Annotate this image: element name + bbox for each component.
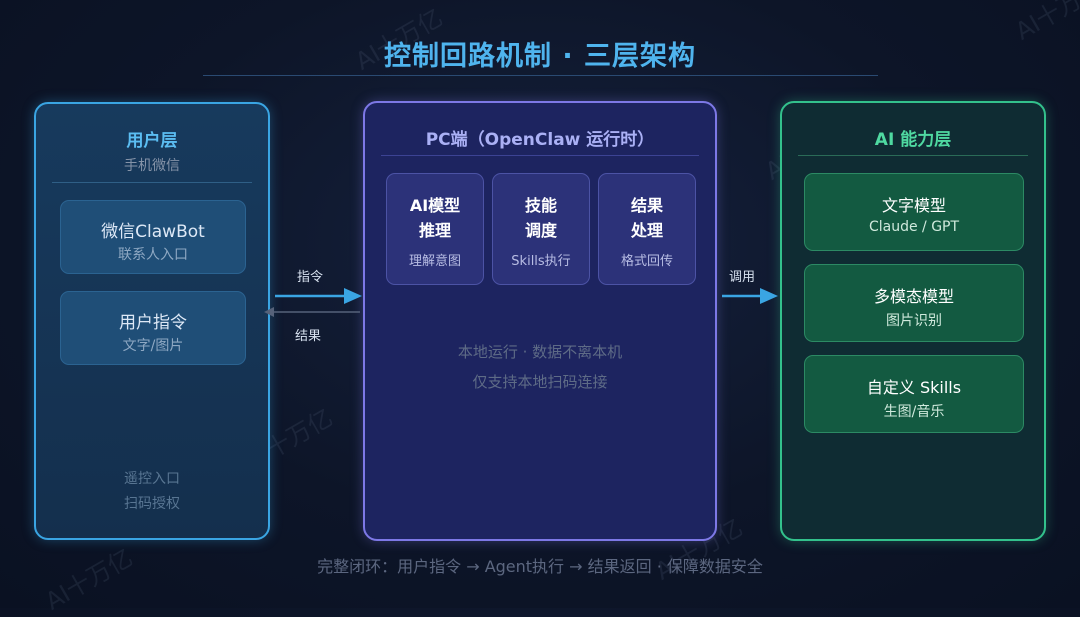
wechat-clawbot-card: 微信ClawBot 联系人入口 — [60, 200, 246, 274]
user-layer-note-1: 遥控入口 — [124, 471, 180, 487]
card-desc: 格式回传 — [620, 254, 673, 269]
card-title: 多模态模型 — [873, 287, 954, 306]
pc-layer-title: PC端（OpenClaw 运行时） — [425, 130, 655, 150]
card-title: 文字模型 — [881, 196, 946, 215]
pc-layer-note-2: 仅支持本地扫码连接 — [472, 373, 608, 391]
card-title-line2: 推理 — [418, 221, 451, 240]
card-title-line1: AI模型 — [409, 196, 461, 215]
card-desc: 联系人入口 — [118, 247, 188, 263]
multimodal-model-card: 多模态模型 图片识别 — [804, 264, 1024, 342]
card-desc: Claude / GPT — [868, 219, 960, 235]
card-desc: 文字/图片 — [122, 338, 184, 354]
card-title-line1: 技能 — [524, 196, 557, 215]
skill-dispatch-card: 技能 调度 Skills执行 — [492, 173, 590, 285]
card-title-line2: 处理 — [630, 221, 663, 240]
call-arrow — [722, 288, 778, 304]
card-desc: Skills执行 — [511, 254, 571, 269]
call-arrow-label: 调用 — [729, 270, 756, 285]
ai-layer-panel: AI 能力层 文字模型 Claude / GPT 多模态模型 图片识别 自定义 … — [780, 101, 1046, 541]
ai-layer-divider — [798, 155, 1028, 156]
ai-layer-title: AI 能力层 — [874, 130, 952, 150]
ai-model-inference-card: AI模型 推理 理解意图 — [386, 173, 484, 285]
result-arrow — [264, 307, 360, 317]
user-layer-divider — [52, 182, 252, 183]
pc-layer-divider — [381, 155, 699, 156]
command-arrow — [275, 288, 362, 304]
card-title: 用户指令 — [119, 313, 187, 333]
user-command-card: 用户指令 文字/图片 — [60, 291, 246, 365]
pc-layer-note-1: 本地运行 · 数据不离本机 — [457, 343, 623, 361]
card-desc: 生图/音乐 — [883, 404, 945, 420]
footer-summary: 完整闭环：用户指令 → Agent执行 → 结果返回 · 保障数据安全 — [317, 557, 763, 576]
user-layer-panel: 用户层 手机微信 微信ClawBot 联系人入口 用户指令 文字/图片 遥控入口… — [34, 102, 270, 540]
result-arrow-label: 结果 — [295, 329, 322, 344]
text-model-card: 文字模型 Claude / GPT — [804, 173, 1024, 251]
user-layer-note-2: 扫码授权 — [124, 496, 180, 512]
card-desc: 理解意图 — [408, 254, 461, 269]
custom-skills-card: 自定义 Skills 生图/音乐 — [804, 355, 1024, 433]
card-title-line1: 结果 — [630, 196, 663, 215]
pc-layer-panel: PC端（OpenClaw 运行时） AI模型 推理 理解意图 技能 调度 Ski… — [363, 101, 717, 541]
result-processing-card: 结果 处理 格式回传 — [598, 173, 696, 285]
card-desc: 图片识别 — [886, 313, 942, 329]
user-layer-title: 用户层 — [126, 131, 178, 151]
title-divider — [203, 75, 878, 76]
user-layer-subtitle: 手机微信 — [124, 158, 180, 174]
card-title-line2: 调度 — [524, 221, 557, 240]
command-arrow-label: 指令 — [297, 270, 324, 285]
page-title: 控制回路机制 · 三层架构 — [383, 41, 697, 72]
card-title: 自定义 Skills — [866, 378, 962, 397]
card-title: 微信ClawBot — [101, 222, 205, 242]
